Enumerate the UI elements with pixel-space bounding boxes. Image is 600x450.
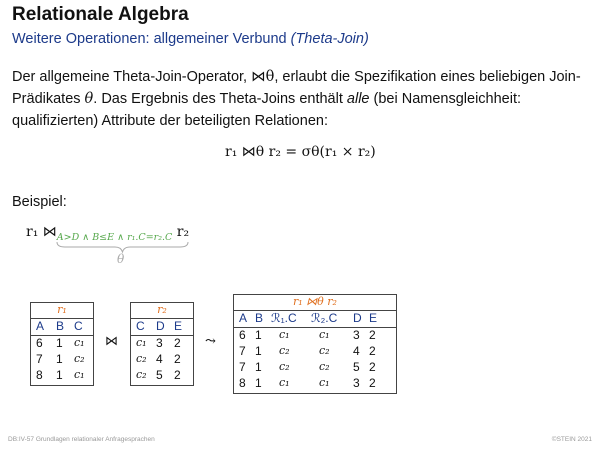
table-cell: c₁ — [74, 368, 85, 381]
relation-result-name: r₁ ⋈θ r₂ — [234, 295, 396, 311]
table-cell: c₁ — [279, 376, 290, 389]
table-cell: c₁ — [319, 376, 330, 389]
table-cell: 1 — [255, 328, 262, 342]
theta-join-symbol: ⋈θ — [251, 69, 275, 85]
table-cell: 1 — [255, 344, 262, 358]
relation-r2-name: r₂ — [131, 303, 193, 319]
relation-result-header: A B ℛ₁.C ℛ₂.C D E — [234, 311, 396, 328]
example-right: r₂ — [176, 224, 190, 240]
column-header: D — [156, 319, 165, 333]
footer-right: ©STEIN 2021 — [551, 436, 592, 443]
table-row: 8 1 c₁ — [31, 368, 93, 384]
footer-left: DB:IV-57 Grundlagen relationaler Anfrage… — [8, 436, 155, 443]
column-header: ℛ₂.C — [311, 311, 338, 325]
table-cell: 8 — [239, 376, 246, 390]
brace-theta-label: θ — [117, 252, 125, 266]
table-cell: 2 — [369, 344, 376, 358]
table-cell: 1 — [56, 368, 63, 382]
table-cell: 2 — [174, 352, 181, 366]
table-row: 7 1 c₂ c₂ 5 2 — [234, 360, 396, 376]
column-header: B — [56, 319, 65, 333]
table-row: 6 1 c₁ c₁ 3 2 — [234, 328, 396, 344]
column-header: C — [136, 319, 145, 333]
table-cell: c₁ — [74, 336, 85, 349]
relation-r1-header: A B C — [31, 319, 93, 336]
example-label: Beispiel: — [12, 194, 67, 210]
table-cell: 2 — [369, 376, 376, 390]
table-cell: c₂ — [279, 360, 290, 373]
subtitle-italic: (Theta-Join) — [290, 31, 369, 47]
column-header: A — [239, 311, 248, 325]
table-cell: 1 — [255, 360, 262, 374]
column-header: C — [74, 319, 83, 333]
intro-emphasis: alle — [346, 91, 370, 107]
intro-part-3: . Das Ergebnis des Theta-Joins enthält — [93, 91, 347, 107]
table-cell: c₁ — [319, 328, 330, 341]
table-cell: 3 — [156, 336, 163, 350]
example-expression: r₁ ⋈A>D ∧ B≤E ∧ r₁.C=r₂.C r₂ — [26, 224, 190, 243]
relation-r2: r₂ C D E c₁ 3 2 c₂ 4 2 c₂ 5 2 — [130, 302, 194, 386]
theta-symbol: θ — [84, 91, 94, 107]
column-header: E — [174, 319, 183, 333]
table-cell: c₂ — [136, 368, 147, 381]
table-cell: 8 — [36, 368, 43, 382]
underbrace — [56, 241, 189, 254]
table-cell: c₂ — [136, 352, 147, 365]
table-cell: 3 — [353, 328, 360, 342]
column-header: D — [353, 311, 362, 325]
relation-r2-header: C D E — [131, 319, 193, 336]
table-cell: 6 — [36, 336, 43, 350]
table-row: c₂ 4 2 — [131, 352, 193, 368]
intro-part-4: (bei Namensgleichheit: qualifizierten) A… — [12, 91, 522, 129]
table-cell: 4 — [156, 352, 163, 366]
table-cell: 1 — [56, 336, 63, 350]
example-left: r₁ ⋈ — [26, 224, 57, 240]
column-header: B — [255, 311, 264, 325]
slide-title: Relationale Algebra — [12, 4, 189, 25]
slide-subtitle: Weitere Operationen: allgemeiner Verbund… — [12, 31, 369, 47]
table-row: c₁ 3 2 — [131, 336, 193, 352]
table-cell: 5 — [353, 360, 360, 374]
table-cell: 1 — [255, 376, 262, 390]
join-operator: ⋈ — [105, 334, 118, 349]
table-row: 7 1 c₂ c₂ 4 2 — [234, 344, 396, 360]
table-cell: 4 — [353, 344, 360, 358]
table-cell: 3 — [353, 376, 360, 390]
column-header: ℛ₁.C — [271, 311, 297, 325]
table-cell: 1 — [56, 352, 63, 366]
table-cell: 6 — [239, 328, 246, 342]
table-cell: 2 — [174, 336, 181, 350]
column-header: A — [36, 319, 45, 333]
table-cell: c₂ — [74, 352, 85, 365]
table-cell: 7 — [239, 344, 246, 358]
table-cell: c₂ — [319, 360, 330, 373]
table-cell: 2 — [174, 368, 181, 382]
table-cell: 7 — [239, 360, 246, 374]
example-condition: A>D ∧ B≤E ∧ r₁.C=r₂.C — [56, 232, 173, 243]
relation-result: r₁ ⋈θ r₂ A B ℛ₁.C ℛ₂.C D E 6 1 c₁ c₁ 3 2… — [233, 294, 397, 394]
relation-r1: r₁ A B C 6 1 c₁ 7 1 c₂ 8 1 c₁ — [30, 302, 94, 386]
table-cell: 7 — [36, 352, 43, 366]
table-row: 8 1 c₁ c₁ 3 2 — [234, 376, 396, 392]
intro-paragraph: Der allgemeine Theta-Join-Operator, ⋈θ, … — [12, 66, 592, 132]
column-header: E — [369, 311, 378, 325]
table-row: c₂ 5 2 — [131, 368, 193, 384]
subtitle-text: Weitere Operationen: allgemeiner Verbund — [12, 31, 291, 47]
intro-part-2: , erlaubt die Spezifikation eines belieb… — [12, 69, 581, 107]
table-cell: c₁ — [136, 336, 147, 349]
intro-part-1: Der allgemeine Theta-Join-Operator, — [12, 69, 252, 85]
table-cell: 5 — [156, 368, 163, 382]
result-arrow: ⤳ — [205, 334, 216, 349]
table-cell: 2 — [369, 360, 376, 374]
table-cell: c₂ — [319, 344, 330, 357]
table-cell: c₂ — [279, 344, 290, 357]
table-cell: 2 — [369, 328, 376, 342]
table-row: 6 1 c₁ — [31, 336, 93, 352]
relation-r1-name: r₁ — [31, 303, 93, 319]
table-row: 7 1 c₂ — [31, 352, 93, 368]
table-cell: c₁ — [279, 328, 290, 341]
theta-join-formula: r₁ ⋈θ r₂ = σθ(r₁ × r₂) — [225, 144, 376, 160]
